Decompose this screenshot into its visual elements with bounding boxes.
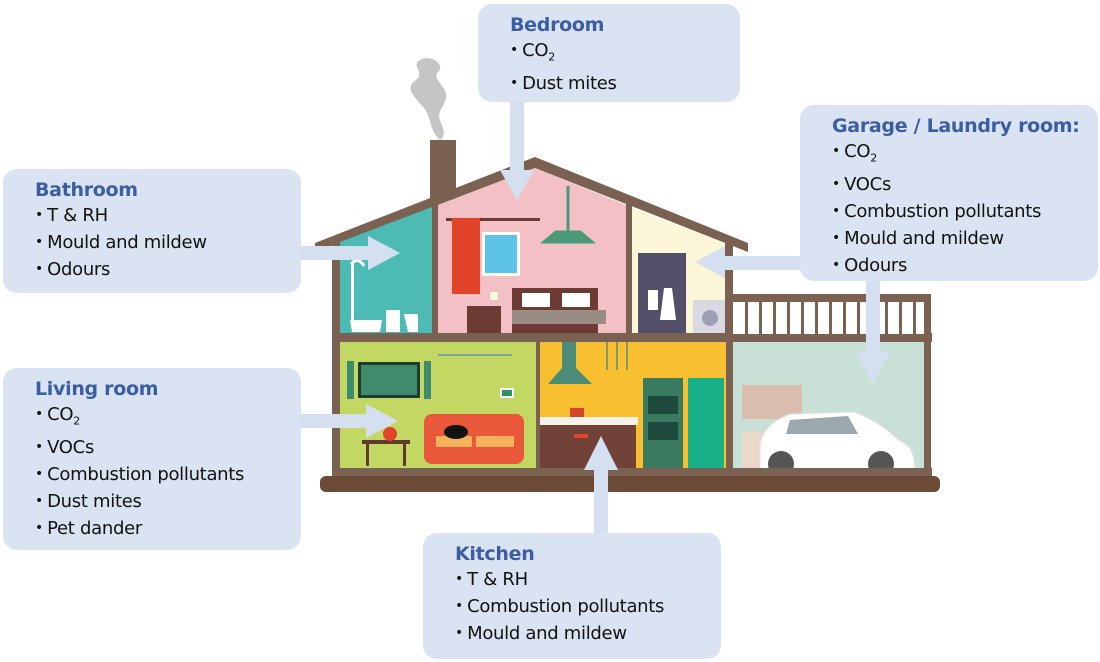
arrow-living-icon (300, 404, 398, 438)
callout-item: Odours (832, 253, 1080, 280)
callout-item: Mould and mildew (455, 621, 703, 648)
arrow-laundry-icon (695, 246, 802, 278)
bathtub-icon (349, 259, 418, 332)
callout-item: T & RH (455, 567, 703, 594)
arrow-kitchen-icon (584, 436, 618, 540)
callout-item: Pet dander (35, 516, 283, 543)
callout-bathroom: Bathroom T & RH Mould and mildew Odours (3, 169, 301, 293)
bathroom-room (340, 207, 432, 333)
pegboard (742, 385, 802, 419)
wardrobe (638, 253, 686, 333)
callout-item: Combustion pollutants (35, 462, 283, 489)
callout-title: Garage / Laundry room: (832, 115, 1080, 137)
range-hood (548, 342, 592, 384)
callout-title: Bathroom (35, 179, 138, 201)
curtain (452, 218, 480, 294)
side-table (362, 440, 410, 444)
callout-item: Combustion pollutants (832, 199, 1080, 226)
chimney-smoke-icon (410, 58, 447, 140)
callout-living-room: Living room CO2 VOCs Combustion pollutan… (3, 368, 301, 550)
arrow-garage-icon (856, 280, 890, 384)
callout-item: Mould and mildew (35, 230, 283, 257)
cat-icon (444, 425, 468, 439)
foundation (320, 476, 940, 492)
callout-bedroom: Bedroom CO2 Dust mites (478, 4, 740, 102)
callout-title: Living room (35, 378, 159, 400)
callout-item: Odours (35, 257, 283, 284)
callout-item: Dust mites (35, 489, 283, 516)
nightstand (467, 306, 501, 333)
callout-item: CO2 (832, 139, 1080, 172)
callout-title: Bedroom (510, 14, 605, 36)
callout-item: CO2 (35, 402, 283, 435)
callout-garage-laundry: Garage / Laundry room: CO2 VOCs Combusti… (800, 105, 1098, 281)
fridge (688, 378, 724, 468)
callout-item: Combustion pollutants (455, 594, 703, 621)
callout-item: VOCs (832, 172, 1080, 199)
callout-kitchen: Kitchen T & RH Combustion pollutants Mou… (423, 533, 721, 659)
callout-item: Mould and mildew (832, 226, 1080, 253)
callout-item: CO2 (510, 38, 722, 71)
callout-item: VOCs (35, 435, 283, 462)
callout-title: Kitchen (455, 543, 535, 565)
callout-item: T & RH (35, 203, 283, 230)
arrow-bathroom-icon (300, 236, 400, 270)
arrow-bedroom-icon (500, 100, 534, 200)
callout-item: Dust mites (510, 71, 722, 98)
